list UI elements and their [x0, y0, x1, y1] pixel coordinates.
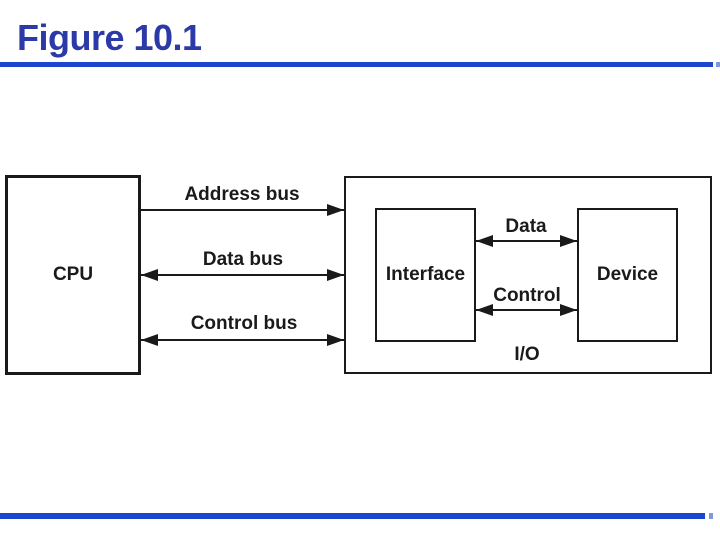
interface-label: Interface — [385, 264, 466, 285]
cpu-block: CPU — [5, 175, 141, 375]
address-bus-arrowhead-right — [327, 204, 344, 216]
address-bus-line — [141, 209, 344, 211]
page-title: Figure 10.1 — [17, 17, 202, 58]
control-link-arrowhead-left — [476, 304, 493, 316]
footer-rule — [0, 513, 705, 519]
header-rule — [0, 62, 713, 67]
control-link-arrowhead-right — [560, 304, 577, 316]
address-bus-label: Address bus — [184, 184, 300, 205]
data-link-arrowhead-left — [476, 235, 493, 247]
data-bus-label: Data bus — [202, 249, 284, 270]
control-link-label: Control — [493, 285, 561, 306]
cpu-label: CPU — [52, 264, 94, 285]
control-bus-arrowhead-right — [327, 334, 344, 346]
data-bus-arrowhead-right — [327, 269, 344, 281]
control-bus-arrowhead-left — [141, 334, 158, 346]
data-bus-arrowhead-left — [141, 269, 158, 281]
control-link-line — [476, 309, 577, 311]
footer-rule-accent — [709, 513, 713, 519]
interface-block: Interface — [375, 208, 476, 342]
io-label: I/O — [514, 344, 540, 365]
control-bus-label: Control bus — [190, 313, 298, 334]
control-bus-line — [141, 339, 344, 341]
header-rule-accent — [716, 62, 720, 67]
data-link-label: Data — [505, 216, 547, 237]
device-label: Device — [596, 264, 659, 285]
data-link-arrowhead-right — [560, 235, 577, 247]
data-link-line — [476, 240, 577, 242]
device-block: Device — [577, 208, 678, 342]
data-bus-line — [141, 274, 344, 276]
